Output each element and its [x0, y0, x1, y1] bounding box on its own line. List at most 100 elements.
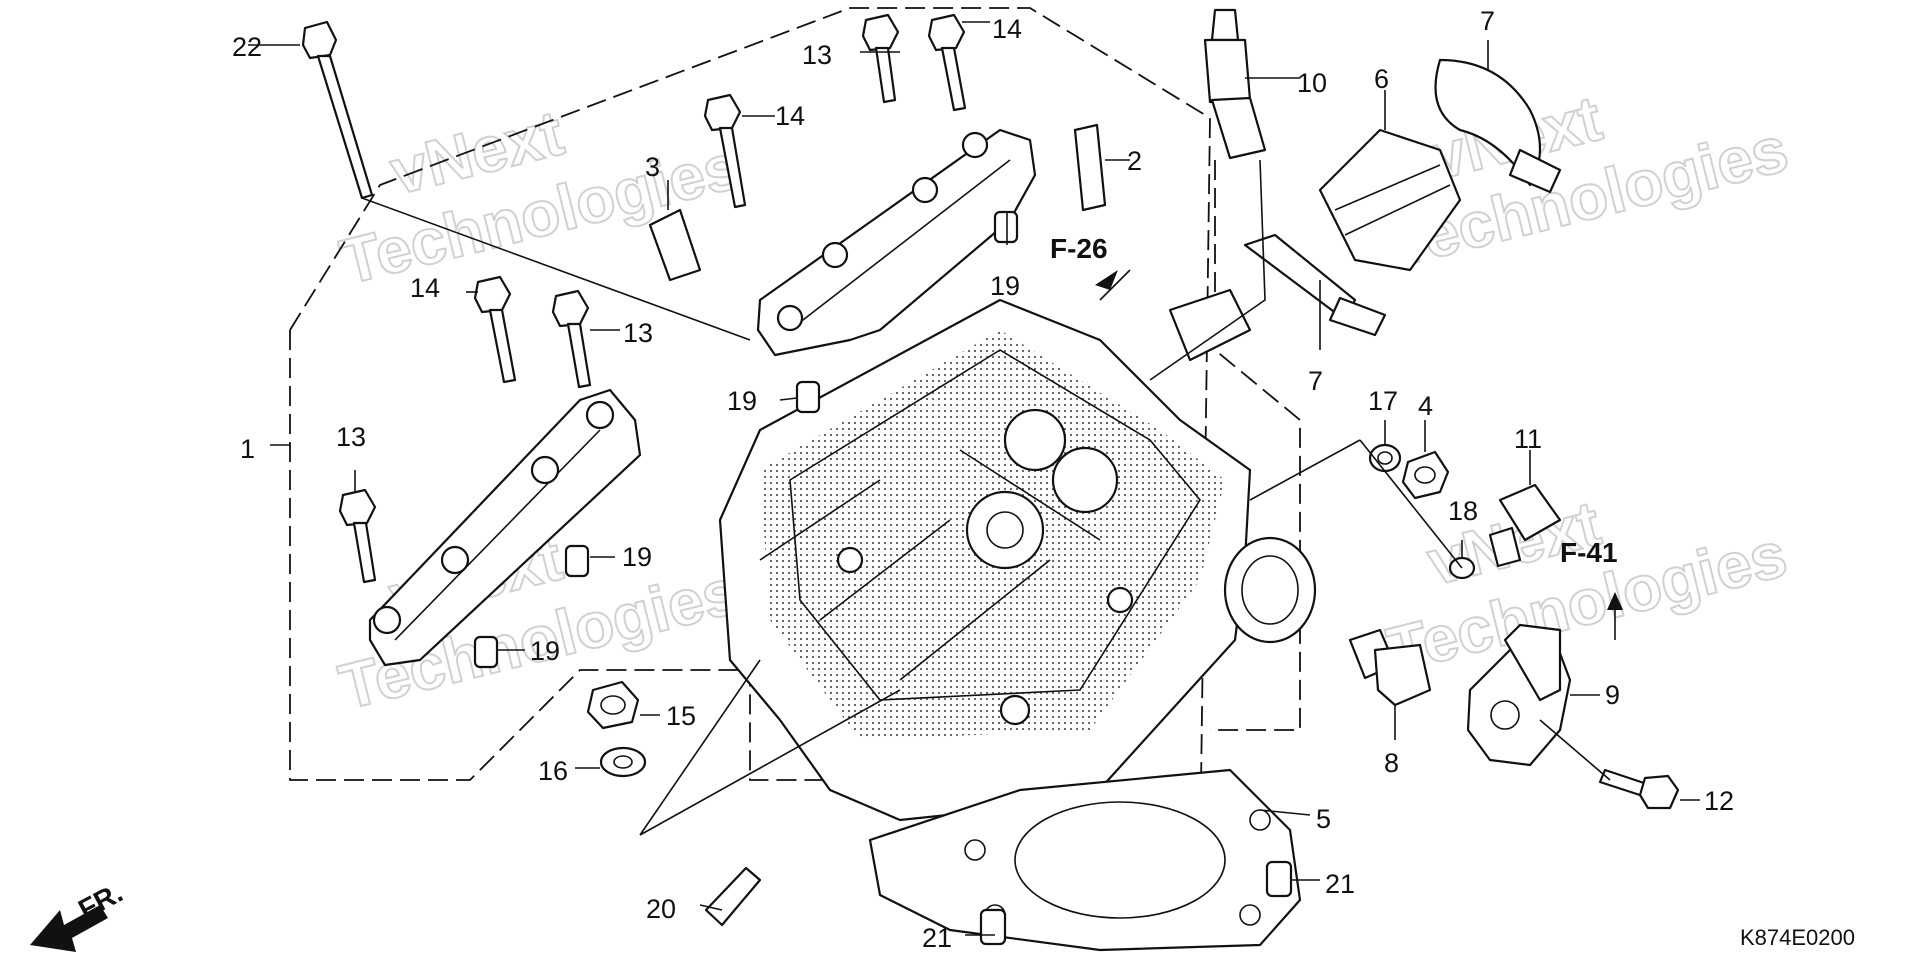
bolt-14-left: [473, 275, 517, 384]
nut-15: [586, 680, 640, 730]
callout-13-left-lower: 13: [336, 422, 366, 452]
bolt-12: [1598, 768, 1680, 810]
head-bolt-hole-1: [999, 694, 1031, 726]
valve-seat: [986, 511, 1024, 549]
cylinder-head: [718, 288, 1317, 822]
insulator-ribs: [1334, 164, 1451, 236]
arrow-f41: [1607, 592, 1623, 610]
callout-14-upper-right: 14: [992, 14, 1022, 44]
callout-17: 17: [1368, 386, 1398, 416]
spark-plug-terminal: [1210, 8, 1240, 42]
gasket-bore: [1014, 801, 1226, 919]
band-upper-body: [1434, 58, 1542, 187]
small-bolts: [338, 13, 967, 584]
valve-guide-3: [648, 208, 702, 282]
right-assembly-boundary: [1210, 160, 1301, 731]
gasket-hole-1: [964, 839, 986, 861]
callout-4: 4: [1418, 391, 1433, 421]
valve-chamber-left: [965, 490, 1045, 570]
holder-left-hole-3: [530, 455, 560, 485]
bolt-22-shank: [316, 54, 374, 200]
bolt-13-left-upper: [551, 289, 592, 389]
thermostat-housing-9: [1466, 623, 1572, 767]
valve-chamber-right: [1051, 446, 1119, 514]
callout-2: 2: [1127, 146, 1142, 176]
callout-7-upper: 7: [1480, 6, 1495, 36]
band-upper-screw: [1508, 148, 1562, 194]
callout-13-upper: 13: [802, 40, 832, 70]
head-inner-edge: [789, 349, 1201, 701]
band-lower-screw: [1328, 296, 1387, 337]
camshaft-holder-left: [368, 388, 642, 667]
callout-10: 10: [1297, 68, 1327, 98]
holder-upper-body: [756, 128, 1037, 357]
valve-guide-2: [1073, 123, 1107, 212]
callout-6: 6: [1374, 64, 1389, 94]
head-bolt-hole-3: [1106, 586, 1134, 614]
holder-left-edge: [394, 429, 601, 641]
water-valve-8: [1348, 628, 1432, 707]
band-7-upper: [1434, 58, 1562, 194]
bolt-13-upper: [861, 13, 900, 104]
dowel-21-b: [979, 908, 1007, 946]
callout-13-left-upper: 13: [623, 318, 653, 348]
holder-left-hole-1: [372, 605, 402, 635]
callout-21-right: 21: [1325, 869, 1355, 899]
callout-1: 1: [240, 434, 255, 464]
callout-22: 22: [232, 32, 262, 62]
dowel-19-d: [473, 635, 499, 669]
holder-upper-hole-4: [961, 131, 989, 159]
reference-f26: F-26: [1050, 233, 1108, 264]
band-lower-body: [1243, 233, 1357, 322]
callout-19-left: 19: [622, 542, 652, 572]
holder-left-hole-4: [585, 400, 615, 430]
sensor-11: [1488, 483, 1562, 568]
callout-21-lower: 21: [922, 923, 952, 953]
intake-port: [1168, 288, 1252, 362]
exhaust-port-inner: [1241, 555, 1299, 625]
callout-19-middle: 19: [727, 386, 757, 416]
band-7-lower: [1243, 233, 1387, 337]
bolt-12-head: [1638, 774, 1680, 810]
reference-arrows: [1095, 269, 1623, 640]
callout-14-upper-left: 14: [775, 101, 805, 131]
holder-left-hole-2: [440, 545, 470, 575]
leader-lines: [248, 21, 1700, 936]
callout-16: 16: [538, 756, 568, 786]
callout-7-lower: 7: [1308, 366, 1323, 396]
camshaft-holder-upper: [756, 128, 1037, 357]
arrow-f26: [1095, 270, 1118, 290]
valve-chamber-top: [1003, 408, 1067, 472]
front-arrow-icon: [30, 905, 108, 952]
callout-12: 12: [1704, 786, 1734, 816]
housing-neck: [1503, 623, 1562, 702]
spark-plug-insulator: [1203, 38, 1252, 104]
callout-18: 18: [1448, 496, 1478, 526]
holder-upper-hole-2: [821, 241, 849, 269]
head-bolt-hole-2: [836, 546, 864, 574]
bolt-14-upper-left: [703, 93, 747, 209]
stud-bolt-20: [704, 866, 762, 927]
callout-3: 3: [645, 152, 660, 182]
callout-8: 8: [1384, 748, 1399, 778]
head-ribs: [759, 449, 1101, 681]
callout-5: 5: [1316, 804, 1331, 834]
callout-19-upper: 19: [990, 271, 1020, 301]
washer-16: [599, 746, 647, 778]
spark-plug-10: [1203, 8, 1267, 160]
housing-hole: [1490, 700, 1520, 730]
diagram-code: K874E0200: [1740, 925, 1855, 950]
reference-f41: F-41: [1560, 537, 1618, 568]
small-parts: [586, 123, 1562, 927]
plug-4: [1401, 450, 1450, 500]
holder-upper-hole-3: [911, 176, 939, 204]
callout-14-left: 14: [410, 273, 440, 303]
callout-9: 9: [1605, 680, 1620, 710]
head-gasket: [868, 768, 1302, 952]
gasket-plate: [868, 768, 1302, 952]
dowel-21-a: [1265, 860, 1293, 898]
dowel-19-a: [993, 210, 1019, 244]
gasket-hole-3: [1239, 904, 1261, 926]
